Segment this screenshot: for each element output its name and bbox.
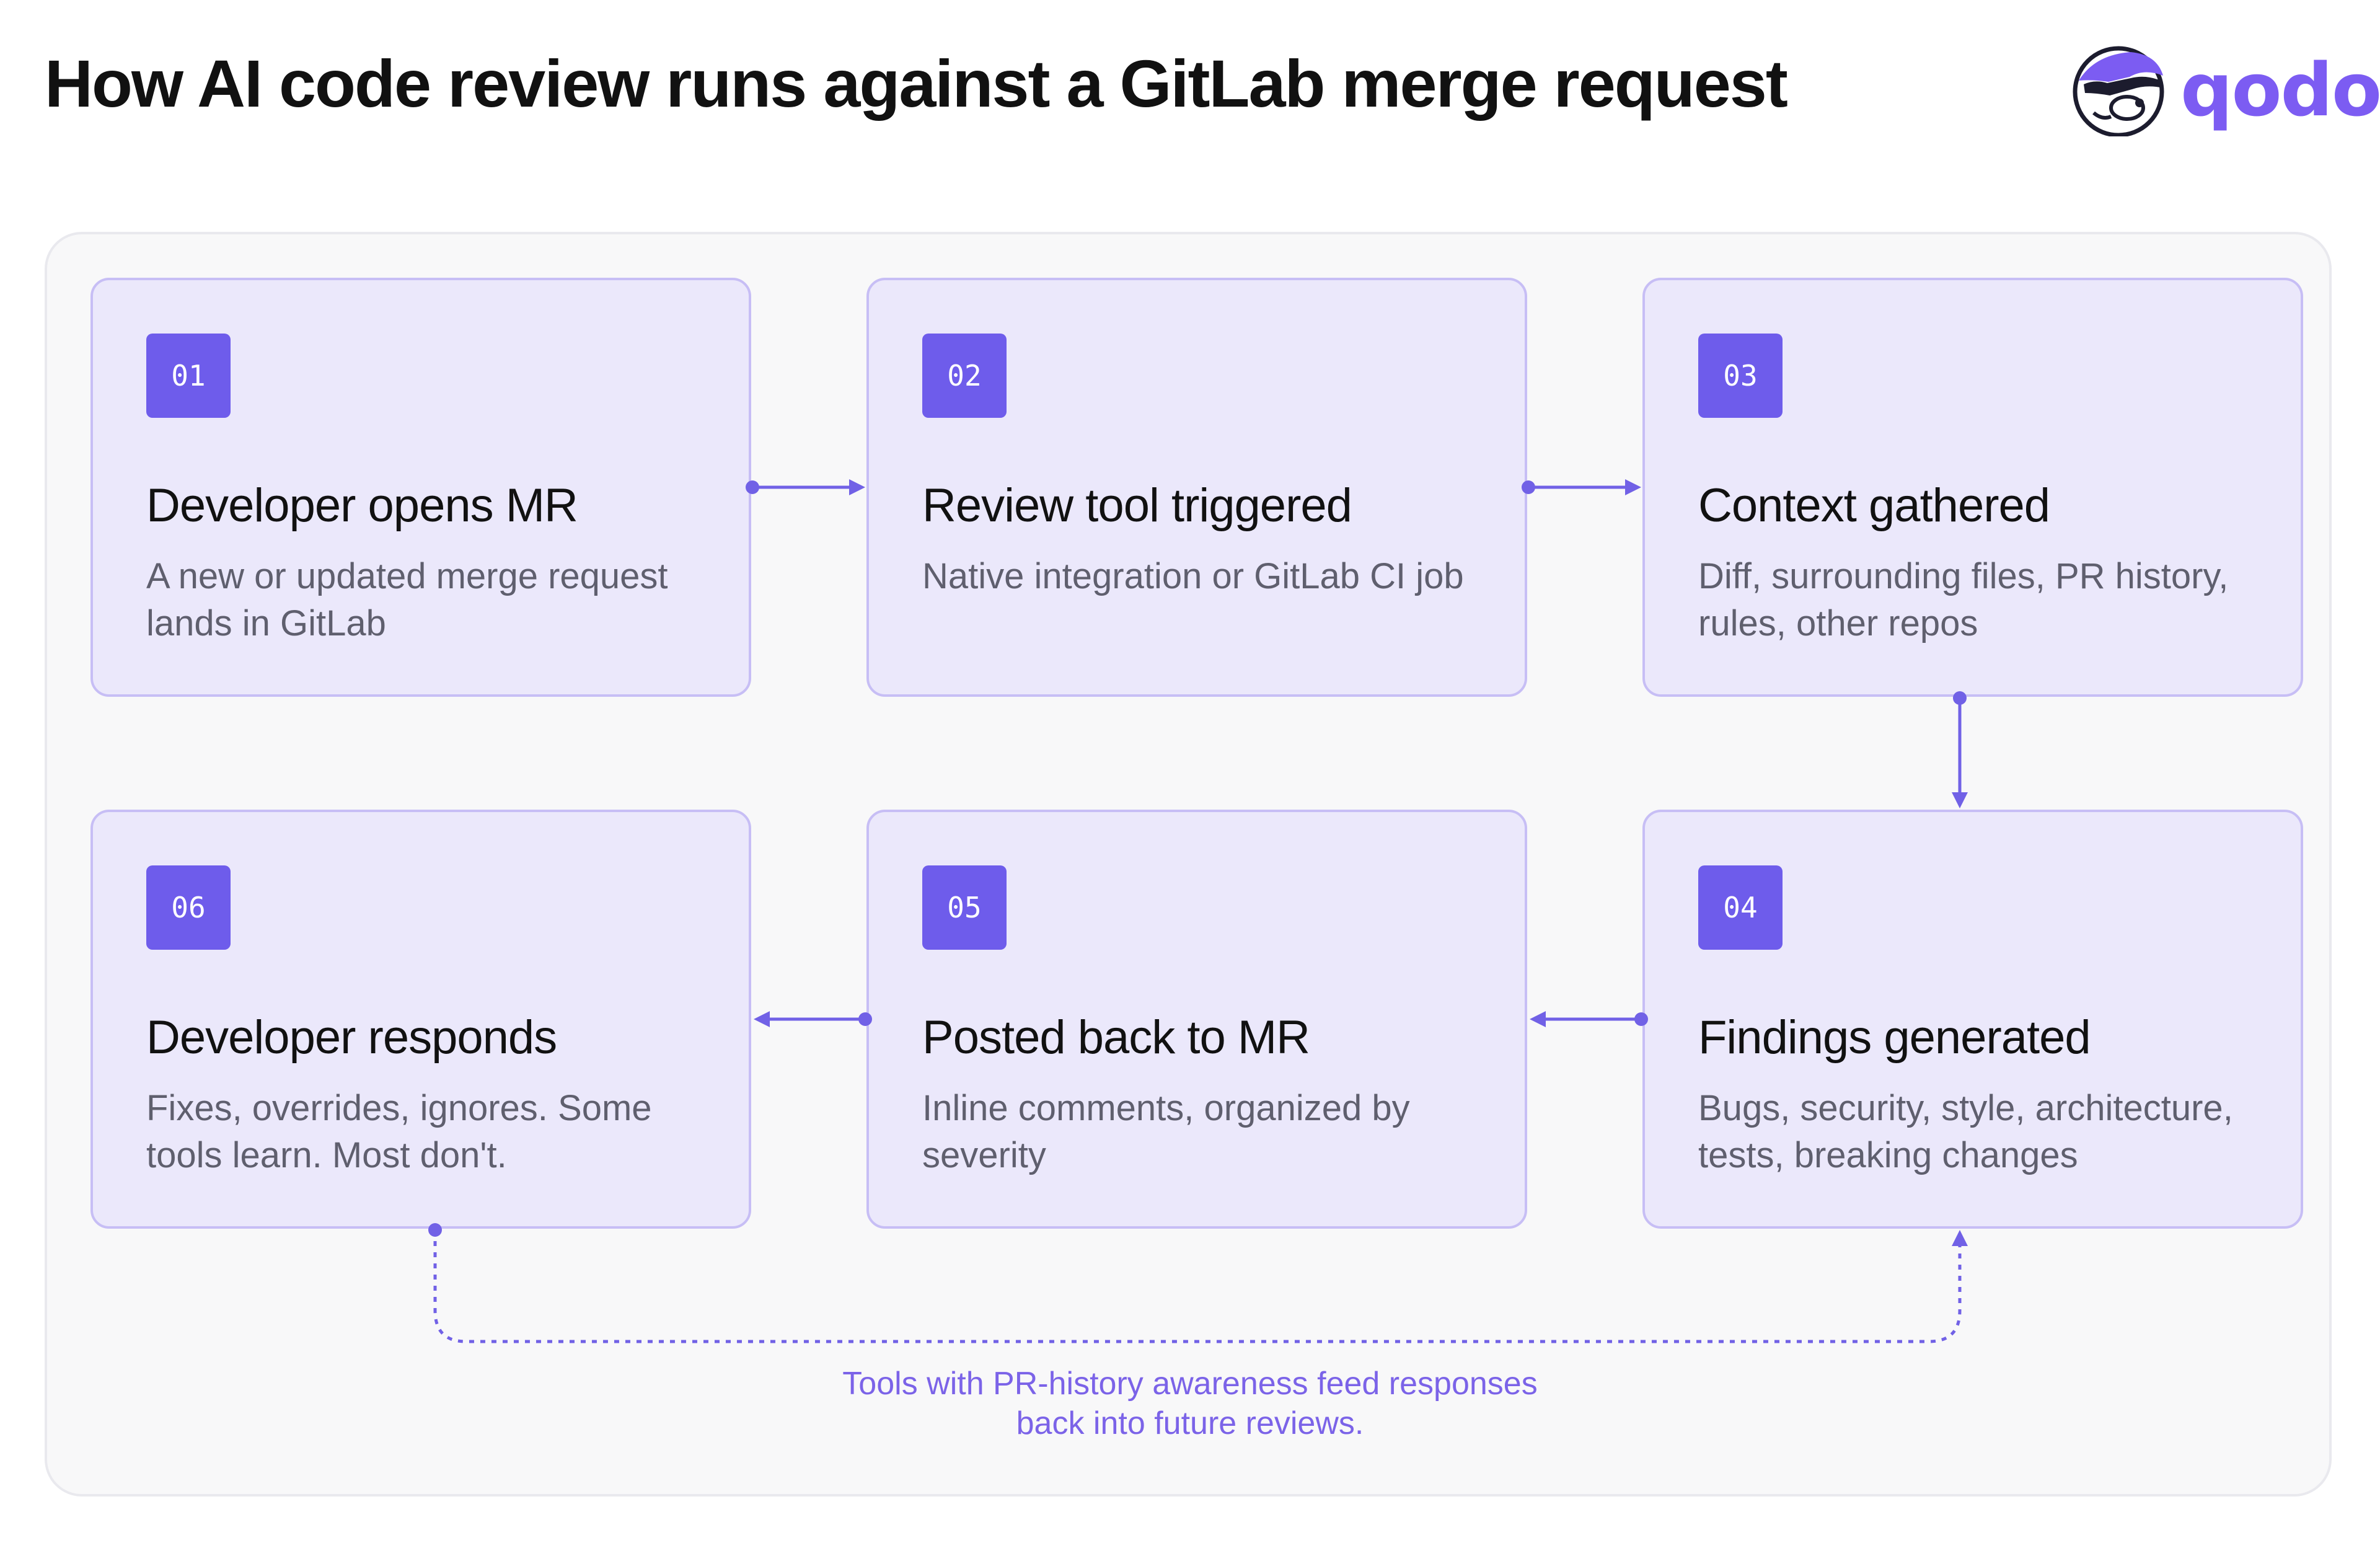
step-title: Findings generated: [1698, 1011, 2091, 1064]
step-card-02: 02 Review tool triggered Native integrat…: [866, 278, 1527, 697]
step-number-badge: 06: [146, 865, 231, 950]
step-number-badge: 04: [1698, 865, 1783, 950]
step-card-04: 04 Findings generated Bugs, security, st…: [1642, 810, 2303, 1229]
step-card-03: 03 Context gathered Diff, surrounding fi…: [1642, 278, 2303, 697]
step-description: Bugs, security, style, architecture, tes…: [1698, 1088, 2233, 1175]
step-card-06: 06 Developer responds Fixes, overrides, …: [90, 810, 751, 1229]
page-title: How AI code review runs against a GitLab…: [45, 46, 1788, 121]
step-title: Developer responds: [146, 1011, 557, 1064]
step-title: Review tool triggered: [922, 479, 1352, 532]
badger-mascot-icon: [2073, 46, 2164, 136]
step-description: Diff, surrounding files, PR history, rul…: [1698, 556, 2229, 643]
step-number-badge: 05: [922, 865, 1007, 950]
step-description: Native integration or GitLab CI job: [922, 556, 1464, 596]
step-description: Inline comments, organized by severity: [922, 1088, 1410, 1175]
step-title: Context gathered: [1698, 479, 2050, 532]
step-title: Posted back to MR: [922, 1011, 1310, 1064]
qodo-logo: qodo: [2070, 43, 2380, 136]
step-number-badge: 01: [146, 334, 231, 418]
step-number-badge: 02: [922, 334, 1007, 418]
step-number-badge: 03: [1698, 334, 1783, 418]
step-description: Fixes, overrides, ignores. Some tools le…: [146, 1088, 652, 1175]
step-card-01: 01 Developer opens MR A new or updated m…: [90, 278, 751, 697]
step-title: Developer opens MR: [146, 479, 578, 532]
feedback-note: Tools with PR-history awareness feed res…: [842, 1366, 1538, 1441]
step-description: A new or updated merge request lands in …: [146, 556, 668, 643]
step-card-05: 05 Posted back to MR Inline comments, or…: [866, 810, 1527, 1229]
logo-wordmark: qodo: [2180, 47, 2380, 133]
